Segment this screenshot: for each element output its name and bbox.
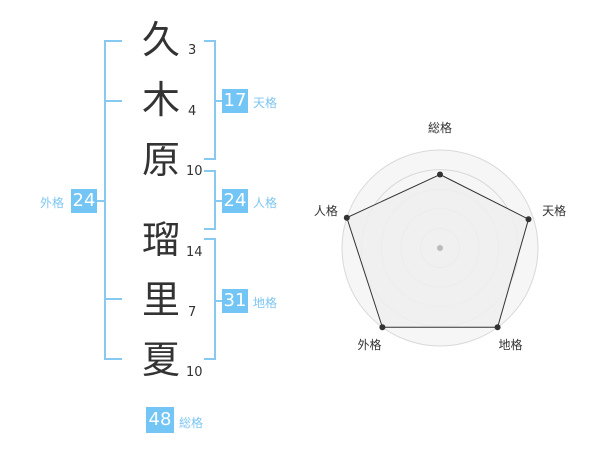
name-char-3: 原: [141, 138, 180, 182]
radar-axis-label: 総格: [428, 120, 452, 135]
stroke-count-3: 10: [186, 164, 203, 179]
jinkaku-label: 人格: [253, 196, 278, 210]
chikaku-value-badge: 31: [222, 289, 248, 313]
radar-points: [343, 171, 532, 331]
name-char-4: 瑠: [141, 218, 180, 262]
name-char-2: 木: [141, 78, 180, 122]
radar-axis-label: 天格: [542, 203, 566, 218]
gaikaku-value-badge: 24: [71, 189, 97, 213]
stroke-count-1: 3: [188, 43, 197, 58]
name-char-5: 里: [141, 278, 180, 322]
jinkaku-value-badge: 24: [222, 189, 248, 213]
soukaku-value-badge: 48: [146, 407, 174, 433]
radar-center-dot: [437, 245, 443, 251]
stroke-count-4: 14: [186, 245, 203, 260]
radar-axis-label: 外格: [357, 337, 381, 352]
radar-point: [525, 216, 532, 223]
radar-axis-label: 地格: [498, 337, 522, 352]
stroke-count-5: 7: [188, 305, 197, 320]
stroke-count-6: 10: [186, 365, 203, 380]
radar-point: [437, 171, 443, 178]
radar-axis-label: 人格: [314, 203, 338, 218]
radar-value-polygon: [346, 173, 530, 328]
gaikaku-label: 外格: [40, 196, 65, 210]
radar-point: [379, 324, 386, 331]
tenkaku-label: 天格: [253, 96, 278, 110]
radar-point: [343, 214, 350, 221]
stroke-count-2: 4: [188, 104, 197, 119]
soukaku-label: 総格: [179, 416, 204, 430]
chikaku-label: 地格: [253, 296, 278, 310]
name-char-6: 夏: [141, 338, 180, 382]
tenkaku-value-badge: 17: [222, 89, 248, 113]
radar-point: [494, 324, 501, 331]
name-char-1: 久: [141, 18, 180, 62]
